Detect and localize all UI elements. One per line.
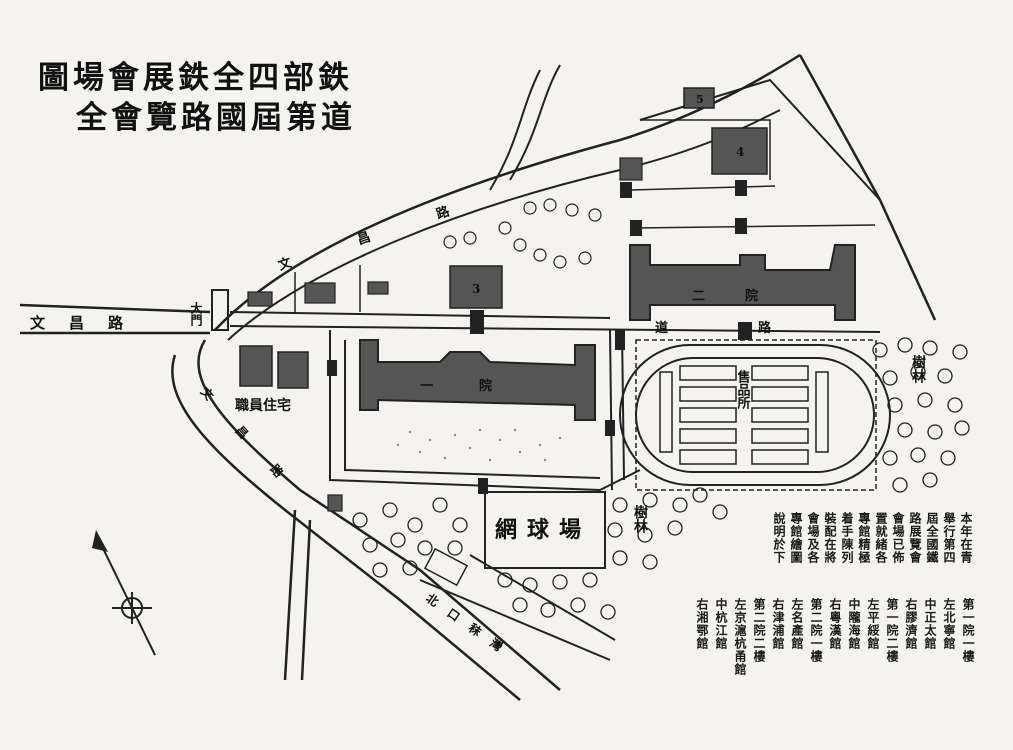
site-loop-road <box>329 330 641 492</box>
legend-hall-column: 中正太館 <box>923 598 937 650</box>
legend-intro-column: 會場及各 <box>806 512 820 564</box>
path-north-2 <box>631 224 876 229</box>
trees-south-grove <box>352 487 728 620</box>
site-loop-road-inner <box>344 340 601 479</box>
path-north-1 <box>631 185 776 191</box>
gravel-area <box>396 428 562 462</box>
lane-bottom <box>419 579 611 661</box>
legend-hall-column: 第一院一樓 <box>961 598 975 663</box>
label-road-north: 文昌路 <box>276 182 518 274</box>
label-building-4: 4 <box>736 145 744 159</box>
avenue-lower <box>229 325 881 333</box>
label-grove-east: 樹林 <box>910 354 926 384</box>
legend-intro-column: 路展覽會 <box>908 512 922 564</box>
legend-hall-column: 中杭江館 <box>714 598 728 650</box>
lane-bottom-2 <box>469 554 616 641</box>
road-south-vertical-1 <box>283 509 297 681</box>
legend-intro-column: 專館精極 <box>857 512 871 564</box>
legend-hall-column: 右膠濟館 <box>904 598 918 650</box>
hall-2-building <box>629 244 856 321</box>
site-annex-wall <box>640 119 771 180</box>
legend-hall-column: 右湘鄂館 <box>695 598 709 650</box>
legend-intro-column: 屆全國鐵 <box>925 512 939 564</box>
trees-east-grove <box>872 337 970 493</box>
legend-intro-column: 專館繪圖 <box>789 512 803 564</box>
legend-hall-column: 左名產館 <box>790 598 804 650</box>
legend-intro-column: 會場已佈 <box>891 512 905 564</box>
legend-intro-column: 舉行第四 <box>942 512 956 564</box>
avenue-upper <box>229 311 611 319</box>
label-road-middle: 道路 <box>655 320 861 336</box>
road-track-west <box>609 329 613 491</box>
sales-stalls <box>659 365 829 465</box>
small-building-4 <box>619 157 643 181</box>
legend-intro-column: 着手陳列 <box>840 512 854 564</box>
tennis-court-area <box>484 491 606 569</box>
legend-hall-column: 左北寧館 <box>942 598 956 650</box>
road-barriers <box>327 180 752 494</box>
building-3 <box>449 265 503 309</box>
road-west-upper <box>19 303 211 314</box>
trees-north-grove <box>443 198 602 269</box>
map-title-line-2: 全會覽路國屆第道 <box>76 100 356 136</box>
road-track-west-2 <box>621 329 625 481</box>
legend-hall-column: 中隴海館 <box>847 598 861 650</box>
small-building-3 <box>367 281 389 295</box>
small-building-1 <box>247 291 273 307</box>
legend-hall-column: 第二院一樓 <box>809 598 823 663</box>
running-track-outer <box>619 344 891 486</box>
legend-hall-column: 右粵漢館 <box>828 598 842 650</box>
label-main-gate: 大門 <box>189 301 203 327</box>
lane-gatehouse <box>423 547 469 587</box>
small-building-5 <box>327 494 343 512</box>
legend-hall-column: 右津浦館 <box>771 598 785 650</box>
legend-hall-column: 左京滬杭甬館 <box>733 598 747 676</box>
hall-1-building <box>359 339 596 421</box>
road-branch-north <box>489 69 541 191</box>
label-hall-1: 一院 <box>420 378 538 394</box>
road-branch-north-2 <box>509 64 561 181</box>
label-tennis-court: 網球場 <box>495 517 591 543</box>
label-sales-office: 售品所 <box>735 369 751 410</box>
road-south-vertical-2 <box>300 519 312 681</box>
label-staff-dorm: 職員住宅 <box>235 397 291 414</box>
legend-hall-column: 第一院二樓 <box>885 598 899 663</box>
legend-intro-column: 裝配在將 <box>823 512 837 564</box>
legend-intro-column: 本年在青 <box>959 512 973 564</box>
label-hall-2: 二院 <box>692 288 798 304</box>
building-5 <box>683 87 715 109</box>
compass-rose <box>92 530 156 656</box>
legend-intro-column: 說明於下 <box>772 512 786 564</box>
legend-hall-column: 左平綏館 <box>866 598 880 650</box>
building-4 <box>711 127 768 175</box>
small-building-2 <box>304 282 336 304</box>
map-title-line-1: 圖場會展鉄全四部鉄 <box>38 60 353 96</box>
main-gate-structure <box>211 289 229 331</box>
legend-intro-column: 置就緒各 <box>874 512 888 564</box>
legend-hall-column: 第二院二樓 <box>752 598 766 663</box>
staff-dorm-b <box>277 351 309 389</box>
road-southwest-2 <box>171 354 521 701</box>
staff-dorm-a <box>239 345 273 387</box>
label-building-3: 3 <box>472 282 480 296</box>
label-building-5: 5 <box>696 93 704 106</box>
label-grove-south: 樹林 <box>632 504 648 534</box>
running-track-inner <box>635 357 875 473</box>
road-southwest <box>197 339 561 691</box>
label-road-west: 文昌路 <box>30 314 147 332</box>
